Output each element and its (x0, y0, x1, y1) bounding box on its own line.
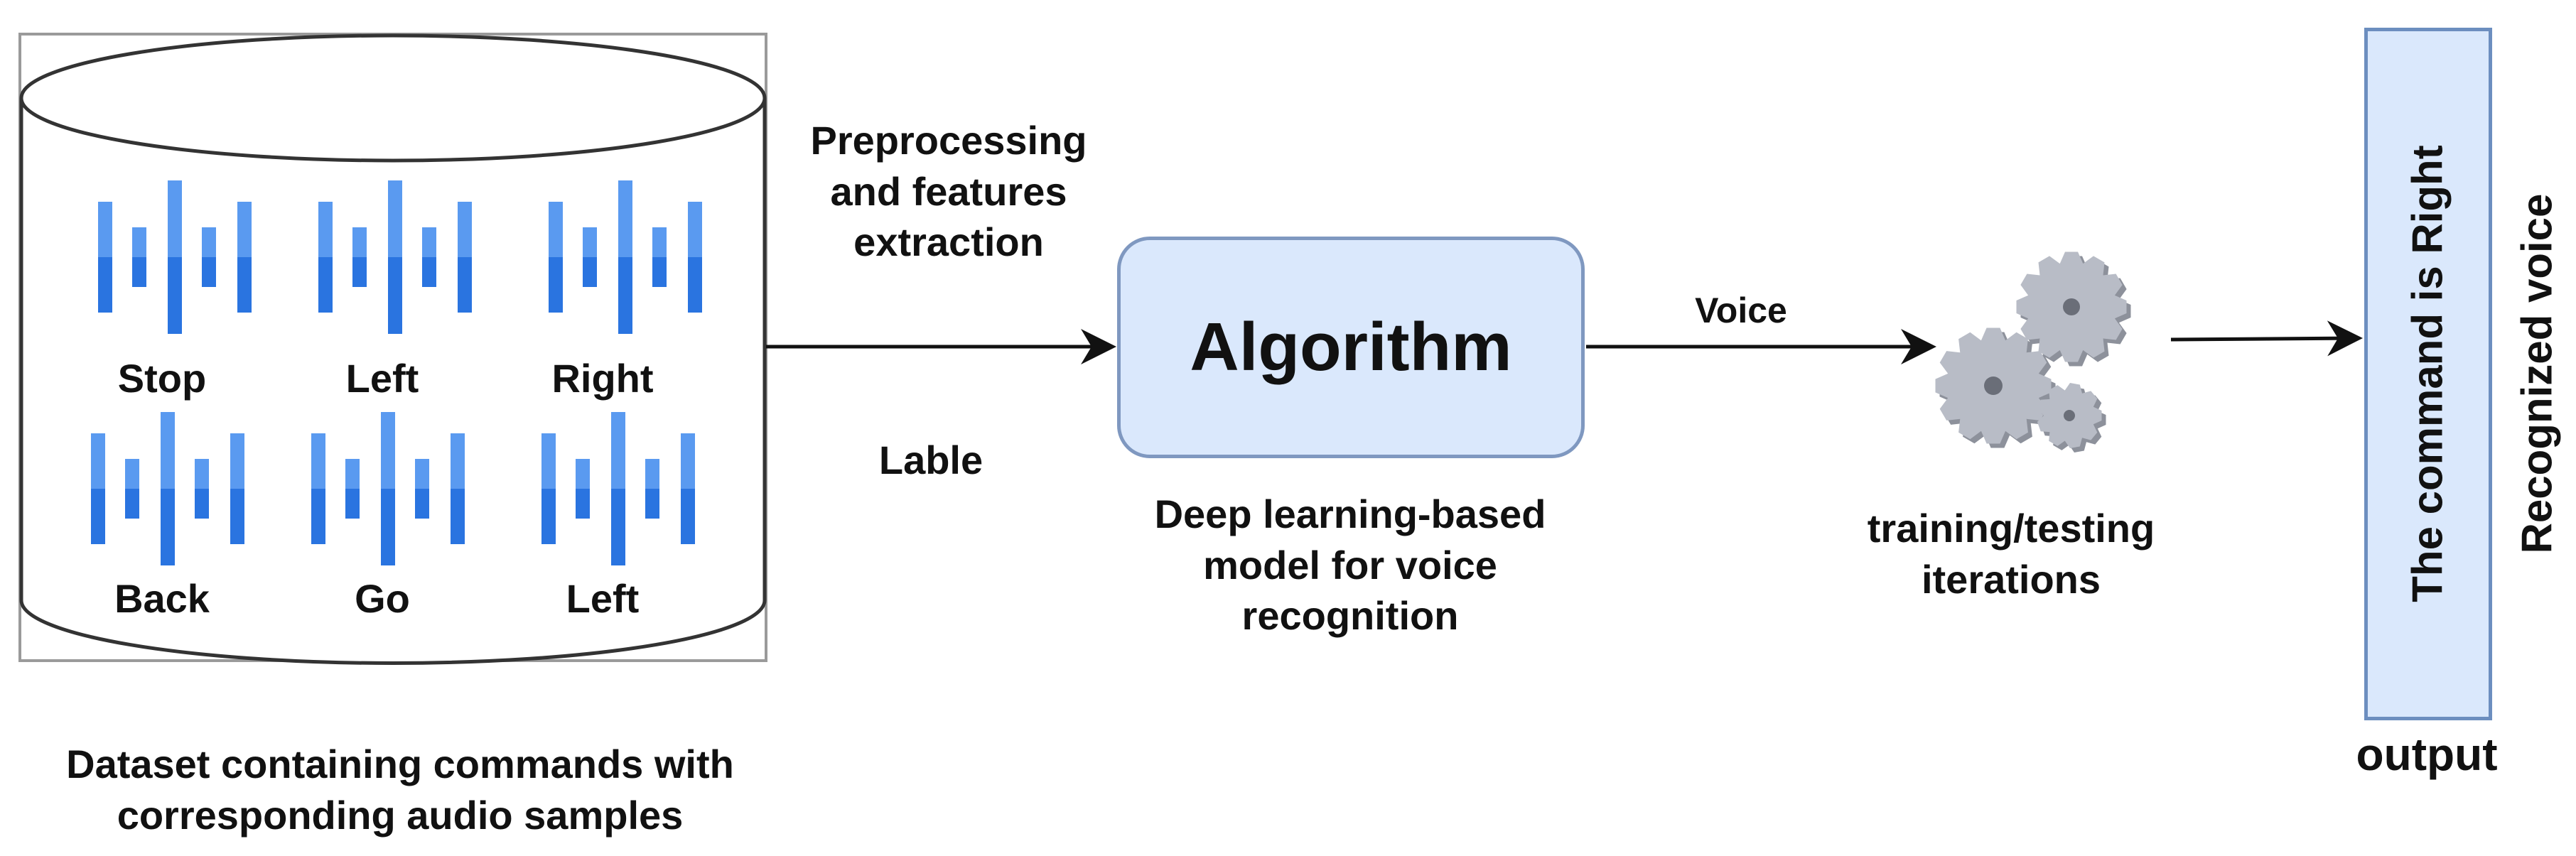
waveform-icon (318, 180, 472, 334)
training-line-2: iterations (1921, 556, 2101, 602)
command-label-stop: Stop (117, 356, 207, 401)
dataset-caption-line-2: corresponding audio samples (117, 792, 684, 838)
output-box-text: The command is Right (2403, 145, 2452, 602)
command-label-right: Right (551, 356, 654, 401)
algorithm-description: Deep learning-based model for voice reco… (1080, 489, 1620, 641)
recognized-voice-label: Recognized voice (2513, 193, 2561, 554)
preprocessing-line-3: extraction (853, 220, 1044, 265)
dataset-caption: Dataset containing commands with corresp… (13, 739, 787, 840)
command-label-back: Back (114, 576, 210, 621)
algorithm-title: Algorithm (1190, 309, 1512, 385)
output-box (2364, 28, 2492, 720)
preprocessing-line-2: and features (830, 168, 1067, 214)
preprocessing-line-1: Preprocessing (810, 118, 1087, 163)
arrow-training-to-output (2170, 320, 2363, 357)
dataset-cylinder (18, 33, 767, 665)
command-label-go: Go (355, 576, 410, 621)
waveform-icon (549, 180, 702, 334)
algorithm-desc-line-3: recognition (1241, 593, 1459, 639)
algorithm-desc-line-1: Deep learning-based (1154, 492, 1546, 536)
algorithm-desc-line-2: model for voice (1203, 542, 1497, 587)
command-label-left: Left (345, 356, 419, 401)
gears-icon (1935, 251, 2131, 453)
dataset-caption-line-1: Dataset containing commands with (66, 742, 734, 786)
waveform-icon (541, 412, 695, 565)
training-line-1: training/testing (1867, 506, 2155, 551)
gear-small-icon (2037, 383, 2106, 453)
output-caption: output (2356, 729, 2498, 780)
label-edge-label: Lable (878, 438, 983, 482)
waveform-icon (98, 180, 252, 334)
voice-edge-label: Voice (1695, 291, 1787, 330)
preprocessing-label: Preprocessing and features extraction (771, 115, 1126, 268)
gear-top-icon (2016, 251, 2131, 367)
gear-large-icon (1935, 327, 2056, 448)
audio-waveforms (91, 180, 702, 565)
waveform-icon (311, 412, 465, 565)
training-label: training/testing iterations (1819, 503, 2203, 605)
algorithm-box: Algorithm (1117, 237, 1585, 458)
command-label-left-2: Left (566, 576, 640, 621)
waveform-icon (91, 412, 244, 565)
